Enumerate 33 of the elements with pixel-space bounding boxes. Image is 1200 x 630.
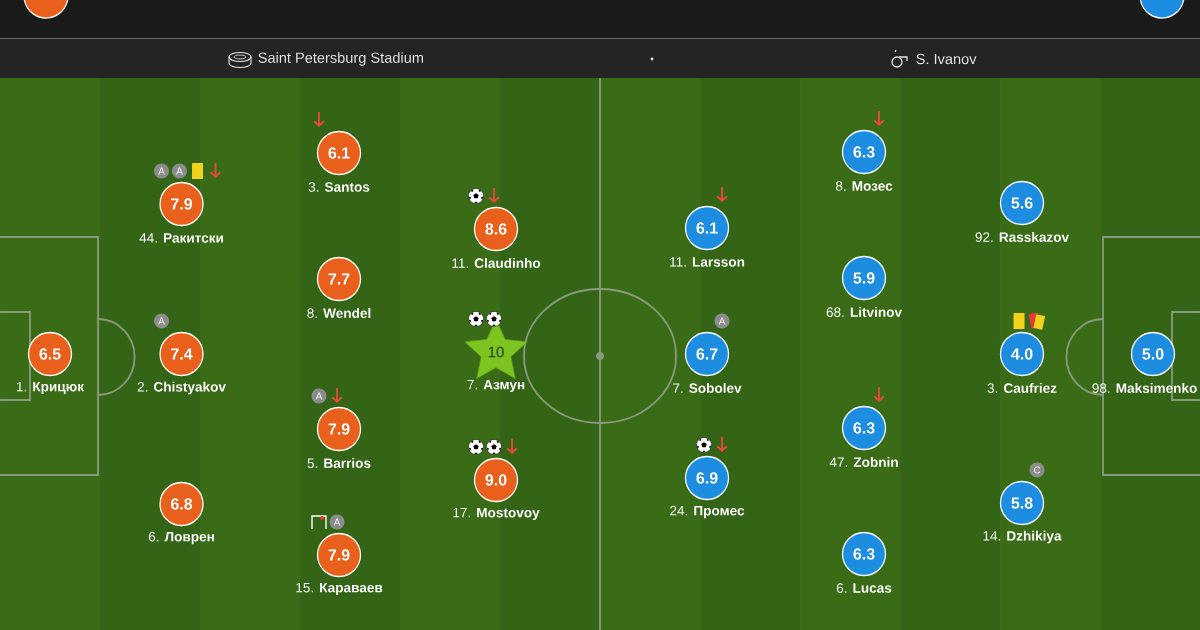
player-name: 7. Азмун — [467, 379, 525, 393]
assist-badge: A — [311, 388, 327, 404]
player-name: 98. Maksimenko — [1092, 383, 1197, 393]
captain-badge: C — [1029, 462, 1045, 478]
player-name: 8. Wendel — [307, 308, 371, 318]
player-name: 14. Dzhikiya — [983, 530, 1062, 544]
assist-badge: A — [154, 163, 169, 179]
player-name: 15. Караваев — [296, 582, 383, 596]
player-name: 7. Sobolev — [673, 383, 742, 393]
referee-name: S. Ivanov — [916, 53, 977, 65]
player-name: 17. Mostovoy — [453, 507, 540, 521]
player-name: 3. Caufriez — [987, 383, 1057, 393]
rating-circle — [1139, 0, 1185, 19]
player-name: 11. Claudinho — [452, 258, 541, 268]
player-name: 44. Ракитски — [139, 233, 223, 243]
player-name: 68. Litvinov — [826, 307, 902, 317]
player-name: 24. Промес — [670, 505, 745, 519]
rating-circle — [23, 0, 69, 19]
player-name: 5. Barrios — [307, 458, 371, 468]
player-name: 3. Santos — [308, 182, 370, 192]
player-name: 2. Chistyakov — [137, 381, 226, 395]
player-name: 11. Larsson — [670, 257, 745, 267]
venue-name: Saint Petersburg Stadium — [258, 52, 423, 66]
player-name: 6. Lucas — [836, 583, 892, 593]
player-name: 92. Rasskazov — [975, 232, 1070, 242]
assist-badge: A — [714, 313, 730, 329]
player-name: 8. Мозес — [835, 181, 893, 191]
player-name: 47. Zobnin — [829, 457, 898, 467]
player-name: 1. Крицюк — [17, 381, 85, 395]
assist-badge: A — [329, 514, 345, 530]
assist-badge: A — [172, 163, 187, 179]
assist-badge: A — [154, 313, 169, 329]
player-name: 6. Ловрен — [148, 531, 214, 545]
